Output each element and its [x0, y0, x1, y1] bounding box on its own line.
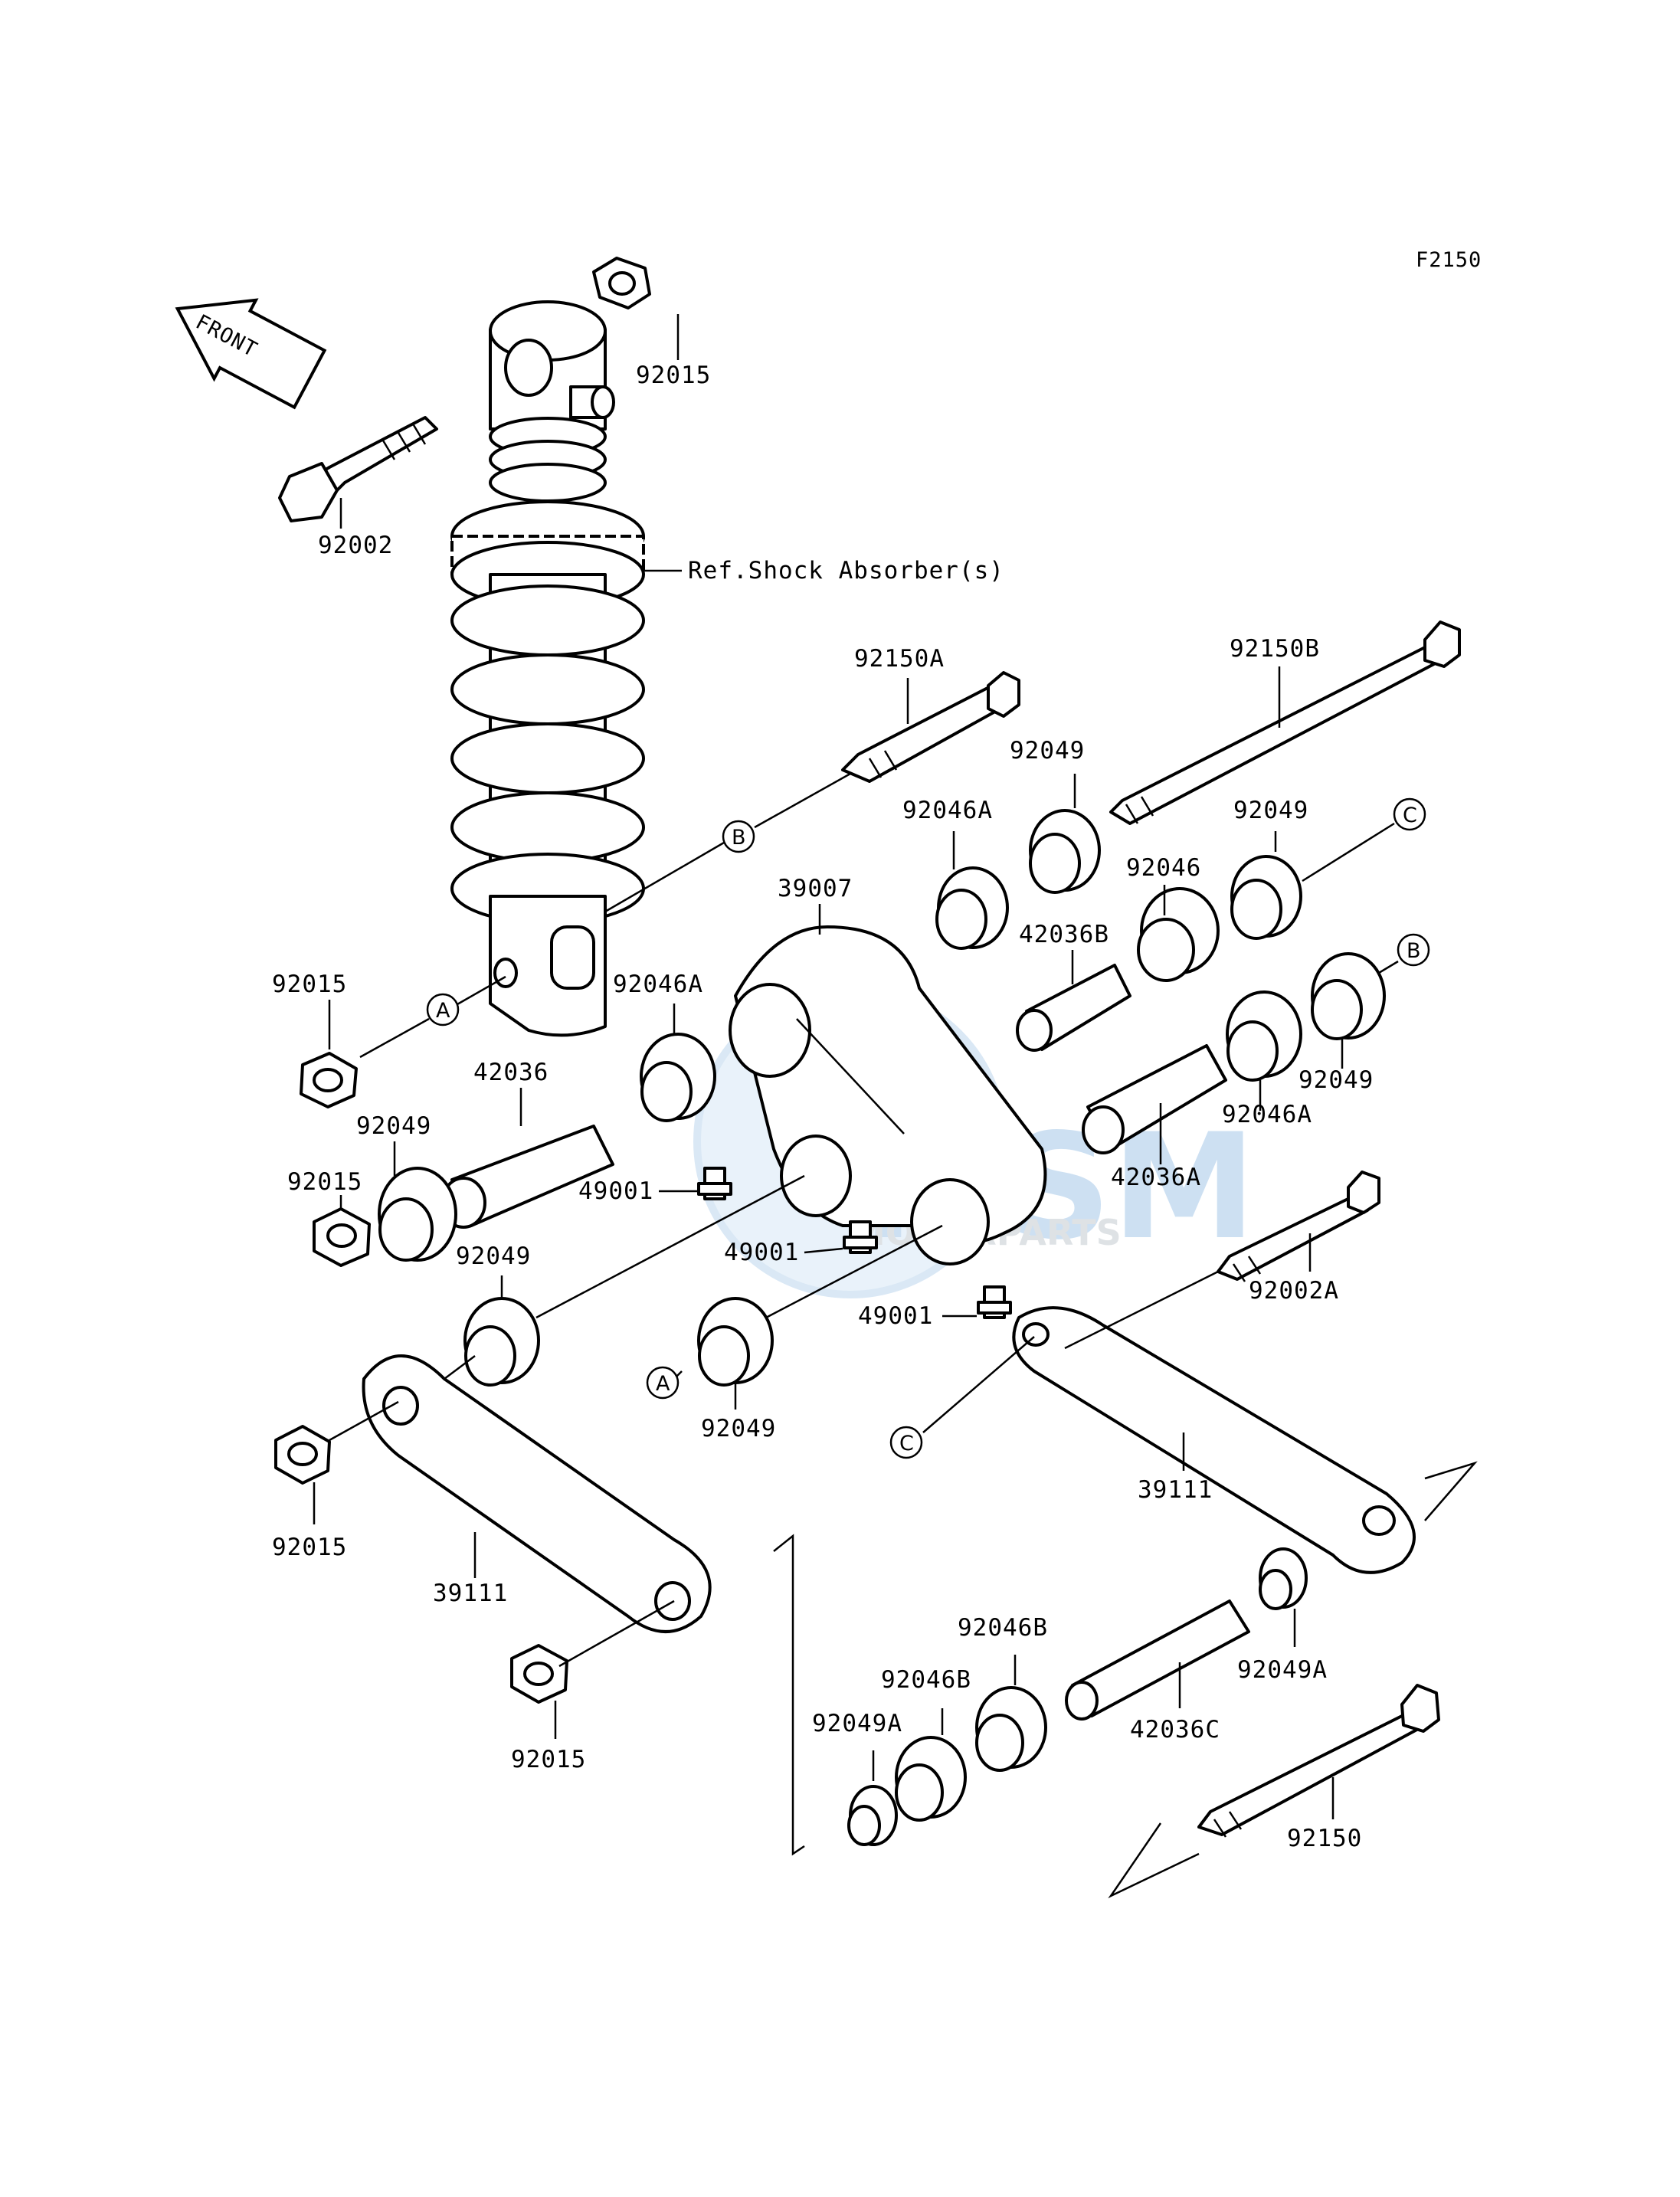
seal-92049-6 [697, 1297, 774, 1387]
ref-shock-absorber-label: Ref.Shock Absorber(s) [688, 557, 1004, 584]
callout-a-top [426, 993, 460, 1026]
label-bolt-92002: 92002 [318, 532, 393, 559]
nut-left-a [300, 1052, 358, 1108]
label-seal-92049-1: 92049 [1010, 737, 1085, 765]
nut-left-c [274, 1425, 331, 1485]
label-sleeve-42036A: 42036A [1111, 1164, 1201, 1191]
bolt-92150 [1197, 1684, 1440, 1838]
shock-upper-spring-rings [489, 417, 607, 503]
bolt-92002 [278, 416, 438, 522]
label-rod-39111-left: 39111 [433, 1580, 508, 1607]
label-bearing-92046A-1: 92046A [902, 797, 993, 824]
grease-fitting-3 [977, 1285, 1012, 1319]
shock-spring-coils [450, 584, 645, 925]
callout-c-bottom-label: C [899, 1432, 914, 1455]
label-bearing-92046: 92046 [1126, 854, 1201, 882]
label-bearing-92046B-1: 92046B [881, 1666, 971, 1694]
bearing-92046A-1 [935, 866, 1009, 950]
label-grease-fitting-3: 49001 [858, 1302, 933, 1330]
seal-92049-1 [1029, 809, 1101, 894]
label-sleeve-42036B: 42036B [1019, 921, 1109, 948]
label-bolt-92002A: 92002A [1249, 1277, 1339, 1305]
front-arrow-icon: FRONT [175, 298, 327, 410]
seal-92049A-2 [1259, 1547, 1308, 1610]
label-bolt-92150B: 92150B [1230, 635, 1320, 663]
callout-a-top-label: A [436, 999, 450, 1023]
callout-b-right [1397, 933, 1430, 967]
bolt-92150B [1109, 620, 1461, 825]
bearing-92046A-3 [1226, 990, 1302, 1082]
arm-39007 [729, 925, 1047, 1265]
label-seal-92049A-2: 92049A [1237, 1656, 1328, 1684]
bearing-92046B-1 [895, 1736, 967, 1822]
bolt-92150A [841, 671, 1020, 783]
label-seal-92049-5: 92049 [456, 1243, 531, 1270]
bolt-92002A [1217, 1171, 1380, 1282]
label-bearing-92046A-2: 92046A [613, 971, 703, 998]
bearing-92046B-2 [975, 1686, 1047, 1772]
bearing-92046A-2 [640, 1033, 716, 1122]
label-arm-39007: 39007 [778, 875, 853, 902]
label-seal-92049-3: 92049 [1298, 1066, 1374, 1094]
label-bolt-92150: 92150 [1287, 1825, 1362, 1852]
label-seal-92049-6: 92049 [701, 1415, 776, 1442]
sleeve-42036C [1065, 1599, 1250, 1721]
callout-c-top [1393, 797, 1426, 831]
label-nut-left-b: 92015 [287, 1168, 362, 1196]
seal-92049-3 [1311, 952, 1386, 1040]
label-bearing-92046B-2: 92046B [958, 1614, 1048, 1642]
grease-fitting-2 [843, 1220, 878, 1254]
nut-top [592, 257, 651, 309]
callout-b-mid [722, 820, 755, 853]
label-rod-39111-right: 39111 [1138, 1476, 1213, 1504]
label-bearing-92046A-3: 92046A [1222, 1101, 1312, 1128]
sleeve-42036 [440, 1125, 614, 1229]
callout-b-right-label: B [1407, 939, 1421, 963]
nut-left-b [313, 1207, 371, 1267]
sleeve-42036A [1082, 1044, 1227, 1154]
label-bolt-92150A: 92150A [854, 645, 945, 673]
callout-a-bottom [646, 1366, 680, 1400]
label-nut-bottom: 92015 [511, 1746, 586, 1773]
nut-bottom [510, 1644, 568, 1704]
rod-39111-right [1012, 1306, 1416, 1574]
label-sleeve-42036: 42036 [473, 1059, 549, 1086]
label-seal-92049A-1: 92049A [812, 1710, 902, 1737]
bearing-92046 [1137, 887, 1220, 982]
figure-code: F2150 [1416, 248, 1482, 272]
grease-fitting-1 [697, 1167, 732, 1200]
label-nut-top: 92015 [636, 362, 711, 389]
label-nut-left-a: 92015 [272, 971, 347, 998]
label-nut-left-c: 92015 [272, 1534, 347, 1561]
callout-b-mid-label: B [732, 826, 746, 850]
seal-92049-5 [463, 1297, 540, 1387]
seal-92049-2 [1230, 855, 1302, 940]
shock-absorber [450, 300, 645, 1037]
label-seal-92049-2: 92049 [1233, 797, 1308, 824]
callout-c-top-label: C [1403, 804, 1417, 827]
label-grease-fitting-2: 49001 [724, 1239, 799, 1266]
seal-92049A-1 [847, 1785, 898, 1846]
label-grease-fitting-1: 49001 [578, 1177, 653, 1205]
sleeve-42036B [1016, 964, 1131, 1052]
callout-a-bottom-label: A [656, 1372, 670, 1396]
label-seal-92049-4: 92049 [356, 1112, 431, 1140]
callout-c-bottom [889, 1426, 923, 1459]
label-sleeve-42036C: 42036C [1130, 1716, 1220, 1744]
seal-92049-4 [378, 1167, 457, 1262]
